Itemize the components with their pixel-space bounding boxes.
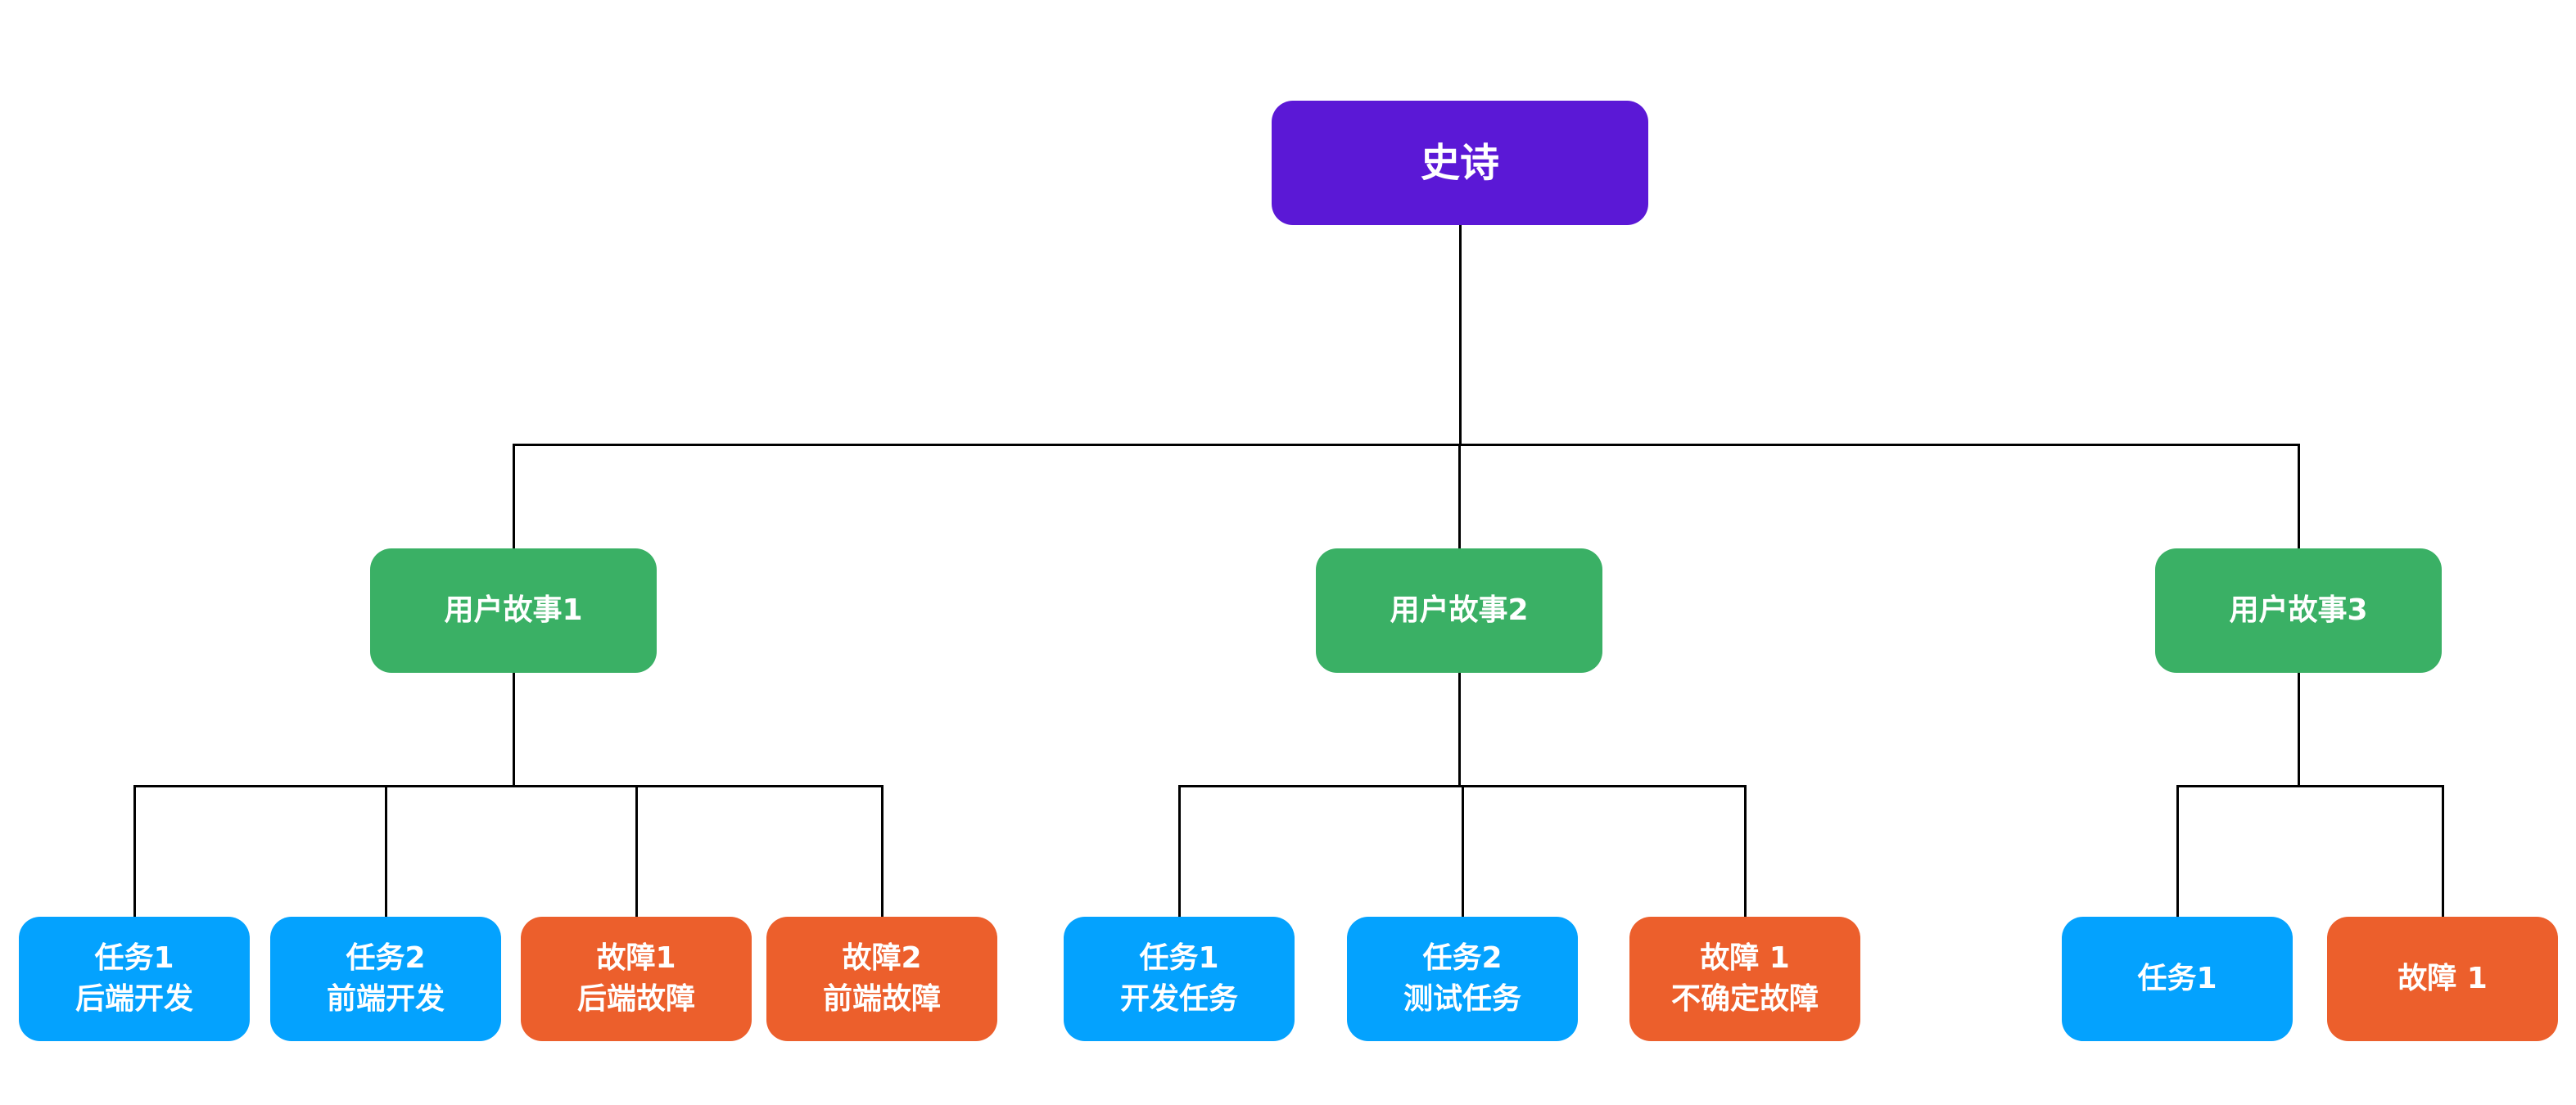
story-node-2: 用户故事2	[1316, 548, 1602, 673]
connector-story-drop-1	[513, 444, 515, 548]
connector-leaf-drop-1-3	[635, 786, 638, 917]
connector-leaf-drop-1-2	[385, 786, 387, 917]
bug-node-1-4: 故障2 前端故障	[766, 917, 997, 1041]
task-node-2-2-label-line2: 测试任务	[1403, 982, 1521, 1016]
story-node-1: 用户故事1	[370, 548, 657, 673]
bug-node-1-4-label-line1: 故障2	[842, 941, 922, 976]
connector-child-bus-1	[133, 785, 884, 787]
connector-leaf-drop-3-1	[2176, 786, 2179, 917]
task-node-1-2-label-line2: 前端开发	[326, 982, 445, 1016]
bug-node-3-2: 故障 1	[2327, 917, 2558, 1041]
story-node-2-label: 用户故事2	[1390, 593, 1529, 628]
connector-leaf-drop-2-2	[1462, 786, 1464, 917]
epic-node-label: 史诗	[1420, 139, 1499, 186]
bug-node-2-3: 故障 1 不确定故障	[1629, 917, 1860, 1041]
task-node-2-2: 任务2 测试任务	[1347, 917, 1578, 1041]
bug-node-3-2-label: 故障 1	[2397, 962, 2488, 996]
story-node-3: 用户故事3	[2155, 548, 2442, 673]
connector-child-bus-3	[2176, 785, 2444, 787]
task-node-2-1-label-line1: 任务1	[1139, 941, 1219, 976]
bug-node-1-4-label-line2: 前端故障	[822, 982, 941, 1016]
connector-leaf-drop-2-3	[1744, 786, 1747, 917]
story-node-1-label: 用户故事1	[444, 593, 583, 628]
bug-node-2-3-label-line2: 不确定故障	[1670, 982, 1819, 1016]
task-node-2-1-label-line2: 开发任务	[1119, 982, 1238, 1016]
bug-node-1-3-label-line1: 故障1	[596, 941, 676, 976]
bug-node-1-3: 故障1 后端故障	[521, 917, 752, 1041]
connector-story-trunk-1	[513, 673, 515, 786]
connector-story-trunk-2	[1458, 673, 1461, 786]
story-node-3-label: 用户故事3	[2229, 593, 2368, 628]
epic-node: 史诗	[1272, 101, 1648, 225]
bug-node-2-3-label-line1: 故障 1	[1700, 941, 1790, 976]
task-node-1-2: 任务2 前端开发	[270, 917, 501, 1041]
task-node-1-2-label-line1: 任务2	[346, 941, 426, 976]
connector-leaf-drop-1-1	[133, 786, 136, 917]
bug-node-1-3-label-line2: 后端故障	[576, 982, 695, 1016]
task-node-1-1: 任务1 后端开发	[19, 917, 250, 1041]
task-node-1-1-label-line1: 任务1	[94, 941, 174, 976]
connector-leaf-drop-3-2	[2442, 786, 2444, 917]
task-node-3-1: 任务1	[2062, 917, 2293, 1041]
connector-leaf-drop-2-1	[1178, 786, 1181, 917]
task-node-3-1-label: 任务1	[2137, 962, 2217, 996]
task-node-2-2-label-line1: 任务2	[1422, 941, 1503, 976]
connector-story-trunk-3	[2298, 673, 2300, 786]
connector-story-drop-2	[1458, 444, 1461, 548]
task-node-1-1-label-line2: 后端开发	[75, 982, 193, 1016]
connector-leaf-drop-1-4	[881, 786, 884, 917]
task-node-2-1: 任务1 开发任务	[1064, 917, 1295, 1041]
connector-epic-trunk	[1459, 225, 1462, 444]
connector-story-drop-3	[2298, 444, 2300, 548]
connector-epic-bus	[513, 444, 2300, 446]
